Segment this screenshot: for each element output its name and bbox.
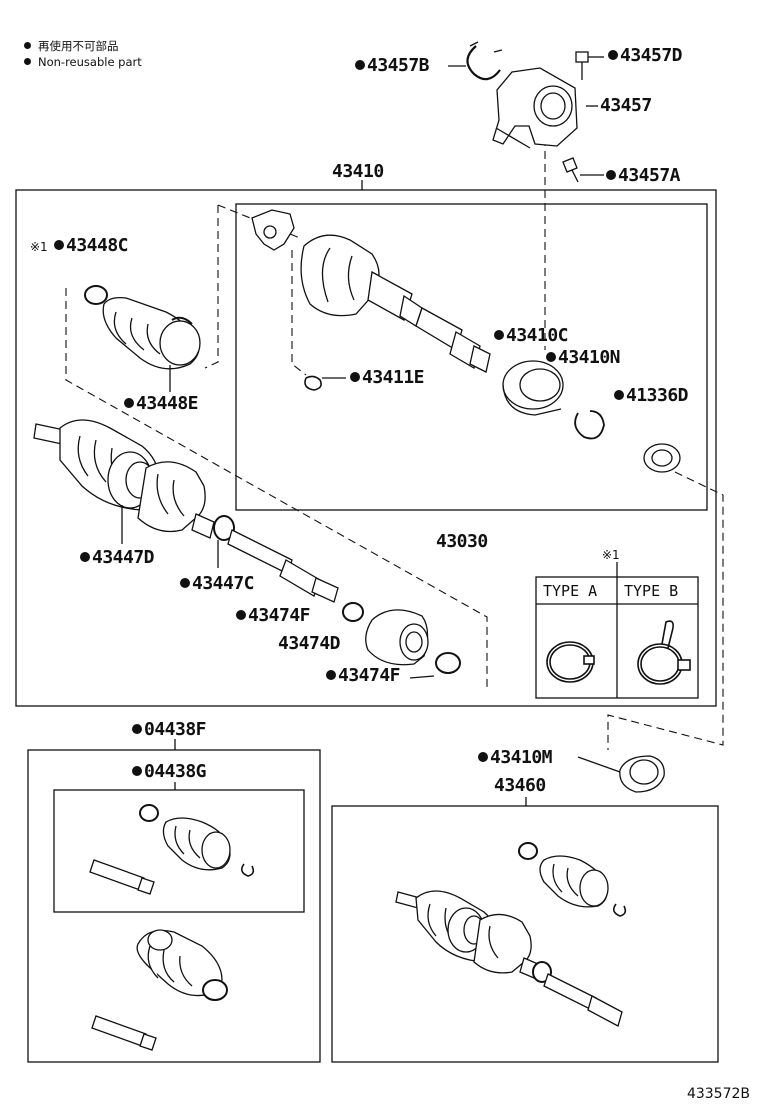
frame-04438G bbox=[53, 789, 305, 913]
label-text: 43410M bbox=[490, 747, 553, 768]
label-text: 04438F bbox=[144, 719, 207, 740]
label-43474D[interactable]: 43474D bbox=[278, 633, 341, 654]
label-43448C[interactable]: 43448C bbox=[54, 235, 129, 256]
label-text: 43030 bbox=[436, 531, 488, 552]
label-text: 43410 bbox=[332, 161, 384, 182]
bullet-icon bbox=[124, 398, 134, 408]
label-text: 43448C bbox=[66, 235, 129, 256]
bullet-icon bbox=[24, 58, 31, 65]
label-43411E[interactable]: 43411E bbox=[350, 367, 425, 388]
bullet-icon bbox=[132, 766, 142, 776]
bullet-icon bbox=[546, 352, 556, 362]
label-43030[interactable]: 43030 bbox=[436, 532, 488, 552]
bullet-icon bbox=[24, 42, 31, 49]
label-text: 43410C bbox=[506, 325, 569, 346]
label-text: 43411E bbox=[362, 367, 425, 388]
bullet-icon bbox=[606, 170, 616, 180]
label-text: 43447C bbox=[192, 573, 255, 594]
ref-mark-type: ※1 bbox=[602, 548, 620, 562]
label-43410C[interactable]: 43410C bbox=[494, 325, 569, 346]
label-43474F-a[interactable]: 43474F bbox=[236, 605, 311, 626]
bullet-icon bbox=[614, 390, 624, 400]
label-43474F-b[interactable]: 43474F bbox=[326, 665, 401, 686]
bullet-icon bbox=[80, 552, 90, 562]
label-43457D[interactable]: 43457D bbox=[608, 45, 683, 66]
legend-item-jp: 再使用不可部品 bbox=[24, 38, 142, 54]
label-text: 43474D bbox=[278, 633, 341, 654]
bullet-icon bbox=[180, 578, 190, 588]
legend-item-en: Non-reusable part bbox=[24, 54, 142, 70]
frame-43030 bbox=[235, 203, 708, 511]
label-04438F[interactable]: 04438F bbox=[132, 719, 207, 740]
type-a-label: TYPE A bbox=[543, 582, 598, 600]
type-b-label: TYPE B bbox=[624, 582, 679, 600]
label-43457[interactable]: 43457 bbox=[600, 96, 652, 116]
label-text: 41336D bbox=[626, 385, 689, 406]
label-text: 43457B bbox=[367, 55, 430, 76]
bullet-icon bbox=[54, 240, 64, 250]
label-43448E[interactable]: 43448E bbox=[124, 393, 199, 414]
label-text: 43457 bbox=[600, 95, 652, 116]
legend-text-jp: 再使用不可部品 bbox=[38, 39, 119, 53]
label-43457A[interactable]: 43457A bbox=[606, 165, 681, 186]
bullet-icon bbox=[355, 60, 365, 70]
label-text: 43457A bbox=[618, 165, 681, 186]
frame-43410 bbox=[15, 189, 717, 707]
legend-text-en: Non-reusable part bbox=[38, 55, 142, 69]
label-text: 43447D bbox=[92, 547, 155, 568]
label-43447C[interactable]: 43447C bbox=[180, 573, 255, 594]
bullet-icon bbox=[326, 670, 336, 680]
label-text: 43410N bbox=[558, 347, 621, 368]
ref-mark: ※1 bbox=[30, 240, 48, 254]
label-text: 04438G bbox=[144, 761, 207, 782]
legend: 再使用不可部品 Non-reusable part bbox=[24, 38, 142, 70]
label-43410N[interactable]: 43410N bbox=[546, 347, 621, 368]
label-43460[interactable]: 43460 bbox=[494, 776, 546, 796]
frame-43460 bbox=[331, 805, 719, 1063]
label-text: 43474F bbox=[248, 605, 311, 626]
label-text: 43457D bbox=[620, 45, 683, 66]
bullet-icon bbox=[494, 330, 504, 340]
diagram-code: 433572B bbox=[686, 1086, 750, 1102]
label-text: 43460 bbox=[494, 775, 546, 796]
label-43457B[interactable]: 43457B bbox=[355, 55, 430, 76]
label-04438G[interactable]: 04438G bbox=[132, 761, 207, 782]
bullet-icon bbox=[478, 752, 488, 762]
label-43410[interactable]: 43410 bbox=[332, 162, 384, 182]
label-text: 43474F bbox=[338, 665, 401, 686]
label-43447D[interactable]: 43447D bbox=[80, 547, 155, 568]
bullet-icon bbox=[350, 372, 360, 382]
label-41336D[interactable]: 41336D bbox=[614, 385, 689, 406]
label-43410M[interactable]: 43410M bbox=[478, 747, 553, 768]
frame-04438F bbox=[27, 749, 321, 1063]
bullet-icon bbox=[608, 50, 618, 60]
label-text: 43448E bbox=[136, 393, 199, 414]
bullet-icon bbox=[132, 724, 142, 734]
bullet-icon bbox=[236, 610, 246, 620]
